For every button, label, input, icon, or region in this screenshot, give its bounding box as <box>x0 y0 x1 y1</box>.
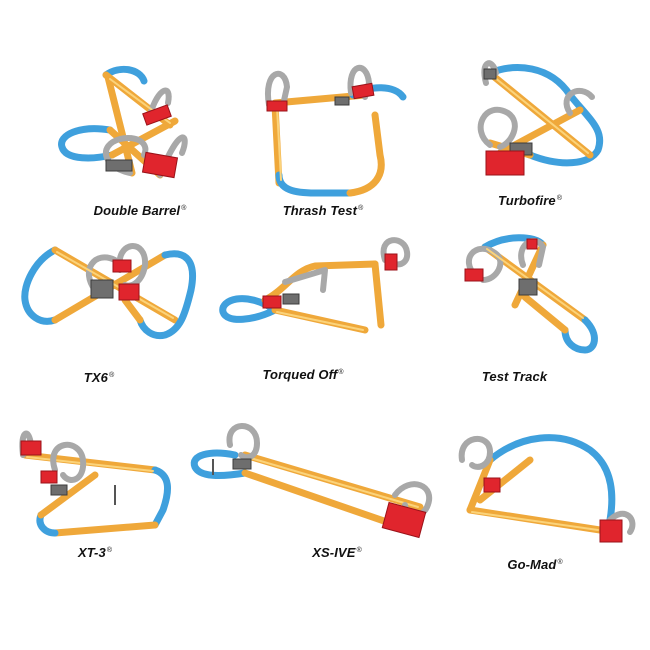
track-set-name: TX6® <box>83 370 115 385</box>
track-set-tx6: TX6® <box>15 230 215 400</box>
go-mad-track-illustration <box>458 434 636 543</box>
track-set-name: Double Barrel® <box>93 203 187 218</box>
track-set-double-barrel: Double Barrel® <box>40 55 240 225</box>
turbofire-track-illustration <box>477 60 604 176</box>
tx6-track-illustration <box>21 243 196 340</box>
track-set-test-track: Test Track <box>435 225 635 395</box>
double-barrel-track-illustration <box>58 65 188 179</box>
track-set-turbofire: Turbofire® <box>430 55 630 225</box>
track-set-name: XS-IVE® <box>312 545 362 560</box>
test-track-illustration <box>464 234 598 354</box>
xt-3-track-illustration <box>19 430 171 537</box>
track-set-name: Turbofire® <box>498 193 562 208</box>
track-set-xt-3: XT-3® <box>15 415 215 585</box>
thrash-test-track-illustration <box>264 64 407 197</box>
torqued-off-track-illustration <box>219 237 411 334</box>
track-set-name: Torqued Off® <box>262 367 344 382</box>
track-set-name: Go-Mad® <box>507 557 563 572</box>
track-set-name: Thrash Test® <box>282 203 364 218</box>
track-set-name: XT-3® <box>77 545 113 560</box>
track-set-xs-ive: XS-IVE® <box>185 415 455 585</box>
track-set-torqued-off: Torqued Off® <box>215 230 425 400</box>
track-set-name: Test Track <box>481 369 548 384</box>
track-set-go-mad: Go-Mad® <box>450 420 640 590</box>
xs-ive-track-illustration <box>190 423 433 539</box>
track-set-thrash-test: Thrash Test® <box>235 55 435 225</box>
